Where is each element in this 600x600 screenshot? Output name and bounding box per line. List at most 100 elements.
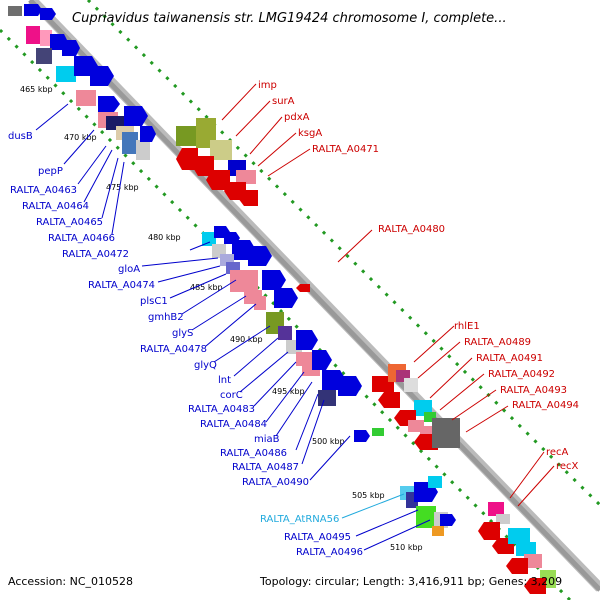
gene-label[interactable]: RALTA_A0490 bbox=[242, 477, 309, 488]
gene-block[interactable] bbox=[496, 514, 510, 524]
gene-block[interactable] bbox=[428, 476, 442, 488]
gene-arrow[interactable] bbox=[262, 270, 286, 290]
gene-label[interactable]: plsC1 bbox=[140, 296, 168, 307]
gene-label[interactable]: corC bbox=[220, 390, 243, 401]
gene-label[interactable]: RALTA_A0494 bbox=[512, 400, 579, 411]
gene-block[interactable] bbox=[26, 26, 40, 44]
gene-arrow[interactable] bbox=[124, 106, 148, 126]
gene-label[interactable]: recA bbox=[546, 447, 569, 458]
tick-label: 465 kbp bbox=[20, 85, 53, 94]
gene-arrow[interactable] bbox=[206, 170, 230, 190]
gene-block[interactable] bbox=[230, 270, 258, 292]
gene-label[interactable]: RALTA_A0496 bbox=[296, 547, 363, 558]
gene-label[interactable]: RALTA_A0487 bbox=[232, 462, 299, 473]
gene-block[interactable] bbox=[432, 418, 460, 448]
gene-block[interactable] bbox=[210, 140, 232, 160]
gene-label[interactable]: pepP bbox=[38, 166, 63, 177]
gene-block[interactable] bbox=[40, 30, 52, 46]
gene-arrow[interactable] bbox=[354, 430, 370, 442]
gene-block[interactable] bbox=[318, 390, 336, 406]
gene-label[interactable]: RALTA_A0483 bbox=[188, 404, 255, 415]
gene-label[interactable]: gloA bbox=[118, 264, 140, 275]
gene-arrow[interactable] bbox=[62, 40, 80, 56]
gene-label[interactable]: imp bbox=[258, 80, 277, 91]
gene-block[interactable] bbox=[136, 140, 150, 160]
rna-gene-label[interactable]: RALTA_AtRNA56 bbox=[260, 514, 339, 525]
gene-label[interactable]: gmhB2 bbox=[148, 312, 184, 323]
gene-label[interactable]: RALTA_A0472 bbox=[62, 249, 129, 260]
gene-block[interactable] bbox=[404, 378, 418, 392]
gene-label[interactable]: RALTA_A0480 bbox=[378, 224, 445, 235]
gene-label[interactable]: RALTA_A0492 bbox=[488, 369, 555, 380]
gene-label[interactable]: RALTA_A0464 bbox=[22, 201, 89, 212]
gene-label[interactable]: RALTA_A0471 bbox=[312, 144, 379, 155]
gene-label[interactable]: ksgA bbox=[298, 128, 322, 139]
gene-arrow[interactable] bbox=[312, 350, 332, 370]
gene-label[interactable]: miaB bbox=[254, 434, 280, 445]
gene-arrow[interactable] bbox=[192, 156, 214, 176]
gene-block[interactable] bbox=[416, 506, 436, 528]
gene-block[interactable] bbox=[202, 232, 216, 246]
gene-block[interactable] bbox=[254, 296, 266, 310]
gene-label[interactable]: RALTA_A0489 bbox=[464, 337, 531, 348]
forward-leader-lines bbox=[35, 103, 431, 551]
gene-label[interactable]: RALTA_A0474 bbox=[88, 280, 155, 291]
tick-label: 500 kbp bbox=[312, 437, 345, 446]
gene-label[interactable]: RALTA_A0491 bbox=[476, 353, 543, 364]
gene-arrow[interactable] bbox=[40, 8, 56, 20]
gene-block[interactable] bbox=[76, 90, 96, 106]
gene-label[interactable]: surA bbox=[272, 96, 295, 107]
gene-label[interactable]: RALTA_A0493 bbox=[500, 385, 567, 396]
gene-arrow[interactable] bbox=[378, 392, 400, 408]
gene-label[interactable]: RALTA_A0465 bbox=[36, 217, 103, 228]
gene-arrow[interactable] bbox=[274, 288, 298, 308]
gene-block[interactable] bbox=[36, 48, 52, 64]
gene-label[interactable]: RALTA_A0484 bbox=[200, 419, 267, 430]
gene-block[interactable] bbox=[424, 412, 436, 422]
gene-arrow[interactable] bbox=[478, 522, 500, 540]
gene-arrow[interactable] bbox=[238, 190, 258, 206]
gene-label[interactable]: recX bbox=[556, 461, 579, 472]
gene-block[interactable] bbox=[372, 428, 384, 436]
gene-label[interactable]: RALTA_A0478 bbox=[140, 344, 207, 355]
gene-arrow[interactable] bbox=[24, 4, 42, 16]
gene-arrow[interactable] bbox=[248, 246, 272, 266]
gene-arrow[interactable] bbox=[98, 96, 120, 112]
gene-block[interactable] bbox=[516, 542, 536, 556]
gene-block[interactable] bbox=[508, 528, 530, 544]
forward-gene-labels: dusB pepP RALTA_A0463 RALTA_A0464 RALTA_… bbox=[8, 131, 363, 558]
gene-label[interactable]: RALTA_A0466 bbox=[48, 233, 115, 244]
gene-arrow[interactable] bbox=[90, 66, 114, 86]
gene-label[interactable]: RALTA_A0486 bbox=[220, 448, 287, 459]
gene-label[interactable]: RALTA_A0495 bbox=[284, 532, 351, 543]
gene-label[interactable]: glyQ bbox=[194, 360, 217, 371]
rna-leader-line bbox=[341, 493, 405, 519]
gene-block[interactable] bbox=[56, 66, 76, 82]
gene-arrow[interactable] bbox=[506, 558, 528, 574]
gene-arrow[interactable] bbox=[140, 126, 156, 142]
gene-arrow[interactable] bbox=[296, 330, 318, 350]
gene-block[interactable] bbox=[488, 502, 504, 516]
gene-arrow[interactable] bbox=[524, 578, 546, 594]
gene-label[interactable]: RALTA_A0463 bbox=[10, 185, 77, 196]
gene-block[interactable] bbox=[176, 126, 202, 146]
tick-label: 475 kbp bbox=[106, 183, 139, 192]
gene-block[interactable] bbox=[278, 326, 292, 340]
gene-block[interactable] bbox=[122, 132, 138, 154]
gene-arrow[interactable] bbox=[338, 376, 362, 396]
gene-label[interactable]: glyS bbox=[172, 328, 193, 339]
gene-arrow[interactable] bbox=[176, 148, 198, 170]
gene-arrow[interactable] bbox=[296, 284, 310, 292]
gene-block[interactable] bbox=[524, 554, 542, 568]
reverse-strand-features bbox=[176, 118, 556, 594]
gene-label[interactable]: rhlE1 bbox=[454, 321, 480, 332]
gene-label[interactable]: pdxA bbox=[284, 112, 310, 123]
gene-label[interactable]: dusB bbox=[8, 131, 33, 142]
gene-arrow[interactable] bbox=[440, 514, 456, 526]
gene-label[interactable]: lnt bbox=[218, 375, 231, 386]
gene-block[interactable] bbox=[432, 526, 444, 536]
gene-block[interactable] bbox=[236, 170, 256, 184]
gene-block[interactable] bbox=[8, 6, 22, 16]
